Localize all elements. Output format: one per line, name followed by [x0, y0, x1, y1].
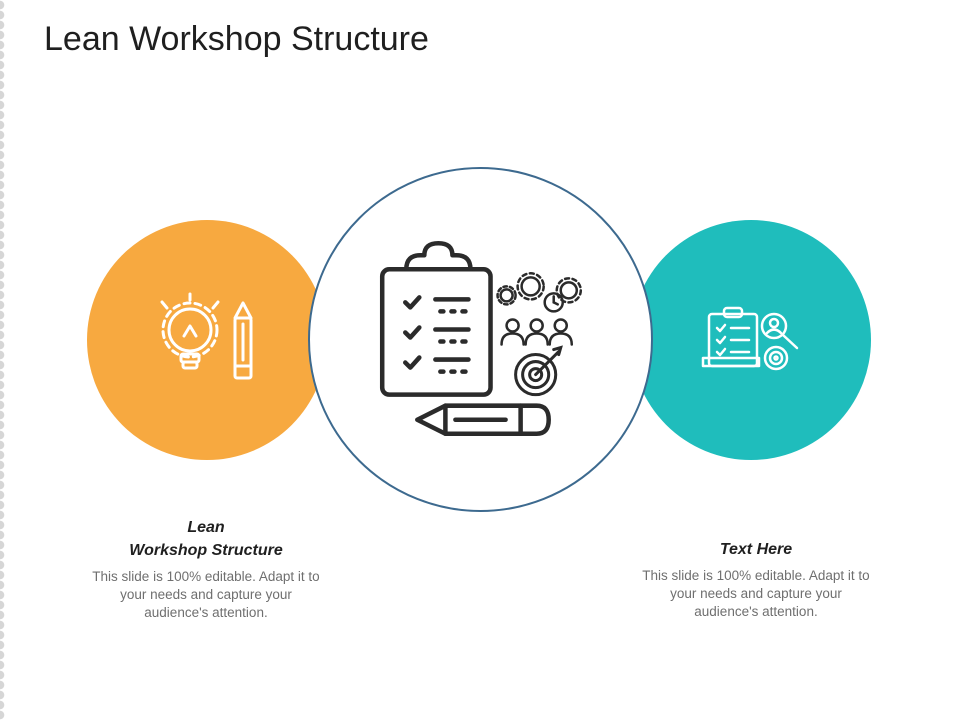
right-caption-body: This slide is 100% editable. Adapt it to… — [642, 568, 870, 619]
left-caption-body: This slide is 100% editable. Adapt it to… — [92, 569, 320, 620]
left-caption: Lean Workshop Structure This slide is 10… — [92, 516, 320, 622]
team-icon — [500, 318, 574, 346]
target-icon — [514, 345, 563, 397]
target-icon — [763, 345, 789, 371]
right-circle-art — [631, 220, 871, 460]
left-caption-heading: Lean Workshop Structure — [92, 516, 320, 562]
slide-edge-decoration — [0, 0, 12, 720]
lightbulb-gear-icon — [160, 292, 220, 370]
left-circle — [87, 220, 327, 460]
left-circle-art — [87, 220, 327, 460]
magnifier-user-icon — [760, 312, 799, 350]
right-caption: Text Here This slide is 100% editable. A… — [642, 538, 870, 621]
left-caption-heading-line2: Workshop Structure — [129, 542, 283, 559]
clipboard-checklist-icon — [379, 240, 493, 397]
center-circle-art — [379, 240, 583, 437]
left-caption-heading-line1: Lean — [187, 519, 225, 536]
gears-icon — [496, 272, 583, 313]
right-circle — [631, 220, 871, 460]
pencil-icon — [233, 301, 253, 380]
right-caption-heading: Text Here — [719, 541, 793, 558]
clipboard-checklist-icon — [701, 306, 761, 368]
center-circle — [308, 167, 653, 512]
right-circle-fill — [631, 220, 871, 460]
pencil-icon — [415, 403, 551, 437]
slide-title: Lean Workshop Structure — [44, 20, 429, 58]
